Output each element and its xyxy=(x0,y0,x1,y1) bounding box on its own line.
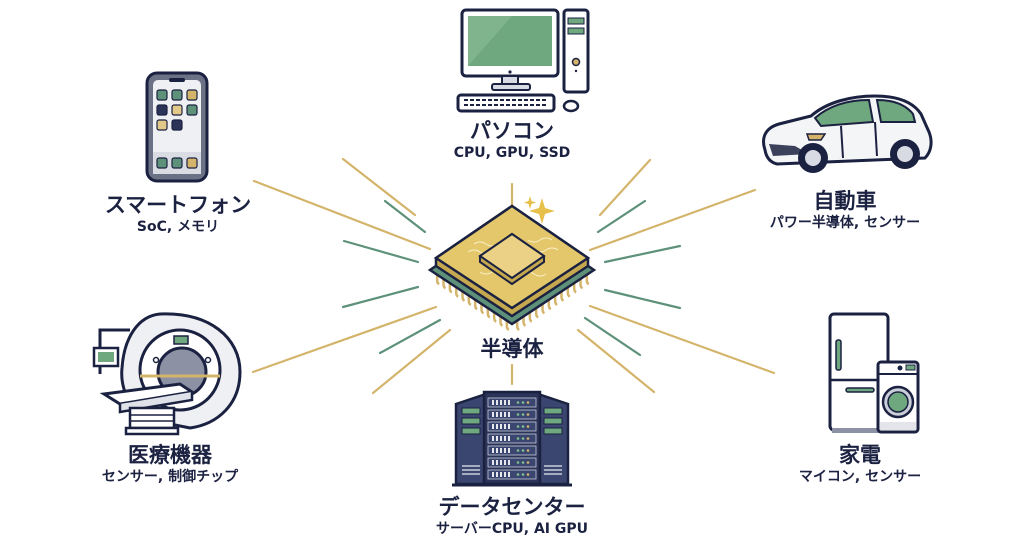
chip-pin xyxy=(467,294,472,307)
chip-pin xyxy=(585,274,590,286)
rack-unit xyxy=(487,457,537,468)
ray-line xyxy=(383,199,427,234)
chip-pin xyxy=(442,278,447,290)
node-subtitle: サーバーCPU, AI GPU xyxy=(436,521,588,537)
ray-line xyxy=(588,304,776,375)
node-title: スマートフォン xyxy=(104,193,252,217)
node-automobile: 自動車 パワー半導体, センサー xyxy=(740,88,950,233)
ray-line xyxy=(598,158,652,217)
server-rack-icon xyxy=(452,390,572,487)
chip-pin xyxy=(572,282,577,294)
desktop-computer-icon xyxy=(456,8,590,113)
node-medical: 医療機器 センサー, 制御チップ xyxy=(70,308,270,487)
chip-pin xyxy=(528,311,533,323)
chip-pin xyxy=(454,286,459,298)
node-title: パソコン xyxy=(470,119,554,143)
chip-pin xyxy=(486,307,491,319)
chip-pin xyxy=(522,315,527,327)
ray-line xyxy=(603,244,682,264)
ray-line xyxy=(588,188,757,252)
node-subtitle: パワー半導体, センサー xyxy=(769,215,921,231)
ray-line xyxy=(371,328,452,395)
center-label: 半導体 xyxy=(480,337,544,361)
ray-line xyxy=(252,179,432,251)
rack-unit xyxy=(487,445,537,456)
node-datacenter: データセンター サーバーCPU, AI GPU xyxy=(412,390,612,539)
chip-pin xyxy=(541,303,546,315)
rack-unit xyxy=(487,433,537,444)
ray-line xyxy=(603,288,682,310)
rack-unit xyxy=(487,421,537,432)
chip-pin xyxy=(448,282,453,294)
chip-pin xyxy=(566,286,571,298)
chip-pin xyxy=(534,307,539,319)
node-subtitle: マイコン, センサー xyxy=(798,469,922,485)
ray-line xyxy=(251,305,438,374)
chip-pin xyxy=(547,299,552,311)
smartphone-icon xyxy=(145,71,209,183)
chip-pin xyxy=(492,311,497,323)
rack-unit xyxy=(487,469,537,480)
node-title: 自動車 xyxy=(813,189,877,213)
node-subtitle: センサー, 制御チップ xyxy=(101,469,239,485)
node-appliances: 家電 マイコン, センサー xyxy=(760,310,960,487)
chip-pin xyxy=(461,290,466,302)
node-title: 家電 xyxy=(839,443,881,467)
fridge-washer-icon xyxy=(828,312,920,434)
car-icon xyxy=(762,94,933,173)
ray-line xyxy=(583,316,642,357)
chip-pin xyxy=(579,278,584,290)
rack-unit xyxy=(487,397,537,408)
ray-line xyxy=(378,318,442,355)
chip-pin xyxy=(480,303,485,315)
chip-pin xyxy=(473,299,478,311)
rack-unit xyxy=(487,409,537,420)
ray-line xyxy=(341,285,420,309)
node-subtitle: SoC, メモリ xyxy=(136,219,220,235)
node-smartphone: スマートフォン SoC, メモリ xyxy=(88,70,268,237)
chip-pin xyxy=(505,319,510,332)
semiconductor-chip-icon xyxy=(427,196,597,332)
ray-line xyxy=(341,157,417,217)
chip-pin xyxy=(553,294,558,307)
chip-pin xyxy=(515,319,520,332)
node-title: 医療機器 xyxy=(128,443,212,467)
ray-line xyxy=(342,239,420,264)
node-title: データセンター xyxy=(438,495,586,519)
node-pc: パソコン CPU, GPU, SSD xyxy=(412,6,612,163)
chip-pin xyxy=(499,315,504,327)
chip-pin xyxy=(560,290,565,302)
node-subtitle: CPU, GPU, SSD xyxy=(453,145,571,161)
ray-line xyxy=(576,328,656,394)
sparkle-icon xyxy=(529,198,555,224)
chip-pin xyxy=(435,274,440,286)
mri-scanner-icon xyxy=(92,312,242,436)
ray-line xyxy=(596,199,647,234)
